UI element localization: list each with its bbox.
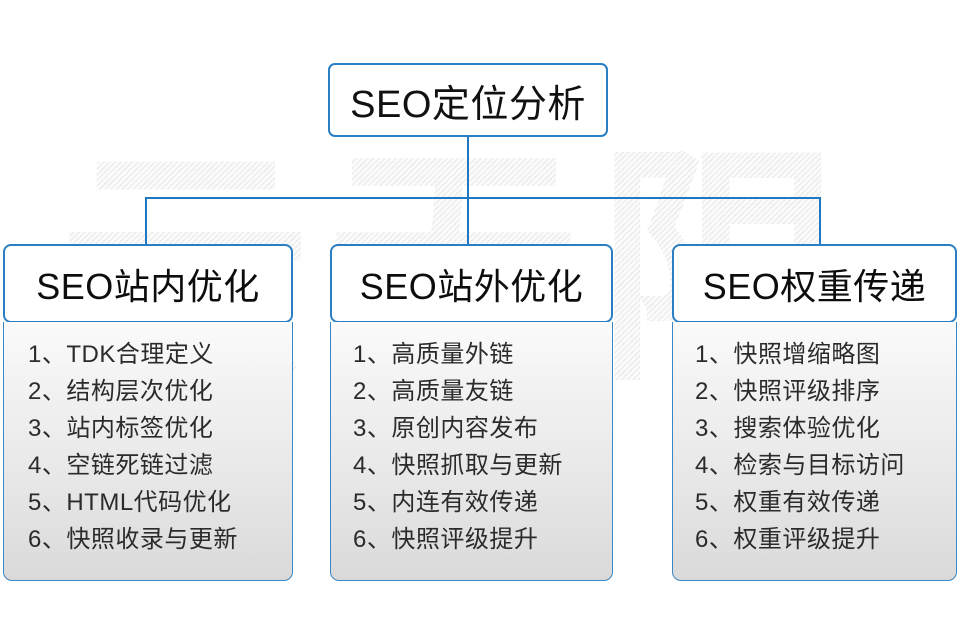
- list-item: 5、权重有效传递: [695, 489, 881, 516]
- list-item: 5、HTML代码优化: [28, 489, 232, 516]
- column-body-0: 1、TDK合理定义 2、结构层次优化 3、站内标签优化 4、空链死链过滤 5、H…: [3, 322, 293, 581]
- column-seo-offsite: SEO站外优化 1、高质量外链 2、高质量友链 3、原创内容发布 4、快照抓取与…: [330, 244, 613, 581]
- list-item: 3、站内标签优化: [28, 415, 214, 442]
- root-node: SEO定位分析: [328, 63, 608, 137]
- column-seo-onsite: SEO站内优化 1、TDK合理定义 2、结构层次优化 3、站内标签优化 4、空链…: [3, 244, 293, 581]
- list-item: 6、快照评级提升: [353, 526, 539, 553]
- column-body-2: 1、快照增缩略图 2、快照评级排序 3、搜索体验优化 4、检索与目标访问 5、权…: [672, 322, 957, 581]
- list-item: 1、TDK合理定义: [28, 341, 214, 368]
- list-item: 4、检索与目标访问: [695, 452, 905, 479]
- column-seo-weight-transfer: SEO权重传递 1、快照增缩略图 2、快照评级排序 3、搜索体验优化 4、检索与…: [672, 244, 957, 581]
- connector-branch-middle: [467, 197, 469, 245]
- column-header-label-0: SEO站内优化: [36, 265, 260, 307]
- list-item: 6、快照收录与更新: [28, 526, 238, 553]
- list-item: 6、权重评级提升: [695, 526, 881, 553]
- list-item: 3、原创内容发布: [353, 415, 539, 442]
- connector-root-vertical: [467, 136, 469, 198]
- column-header-2: SEO权重传递: [672, 244, 957, 323]
- column-header-0: SEO站内优化: [3, 244, 293, 323]
- list-item: 2、结构层次优化: [28, 378, 214, 405]
- column-body-1: 1、高质量外链 2、高质量友链 3、原创内容发布 4、快照抓取与更新 5、内连有…: [330, 322, 613, 581]
- list-item: 5、内连有效传递: [353, 489, 539, 516]
- connector-branch-right: [819, 197, 821, 245]
- list-item: 2、快照评级排序: [695, 378, 881, 405]
- list-item: 4、空链死链过滤: [28, 452, 214, 479]
- column-header-label-2: SEO权重传递: [702, 265, 927, 307]
- list-item: 1、快照增缩略图: [695, 341, 881, 368]
- list-item: 2、高质量友链: [353, 378, 514, 405]
- list-item: 1、高质量外链: [353, 341, 514, 368]
- connector-branch-left: [145, 197, 147, 245]
- column-header-label-1: SEO站外优化: [359, 265, 584, 307]
- column-header-1: SEO站外优化: [330, 244, 613, 323]
- list-item: 4、快照抓取与更新: [353, 452, 563, 479]
- connector-horizontal-bus: [145, 197, 821, 199]
- list-item: 3、搜索体验优化: [695, 415, 881, 442]
- root-node-label: SEO定位分析: [350, 83, 586, 126]
